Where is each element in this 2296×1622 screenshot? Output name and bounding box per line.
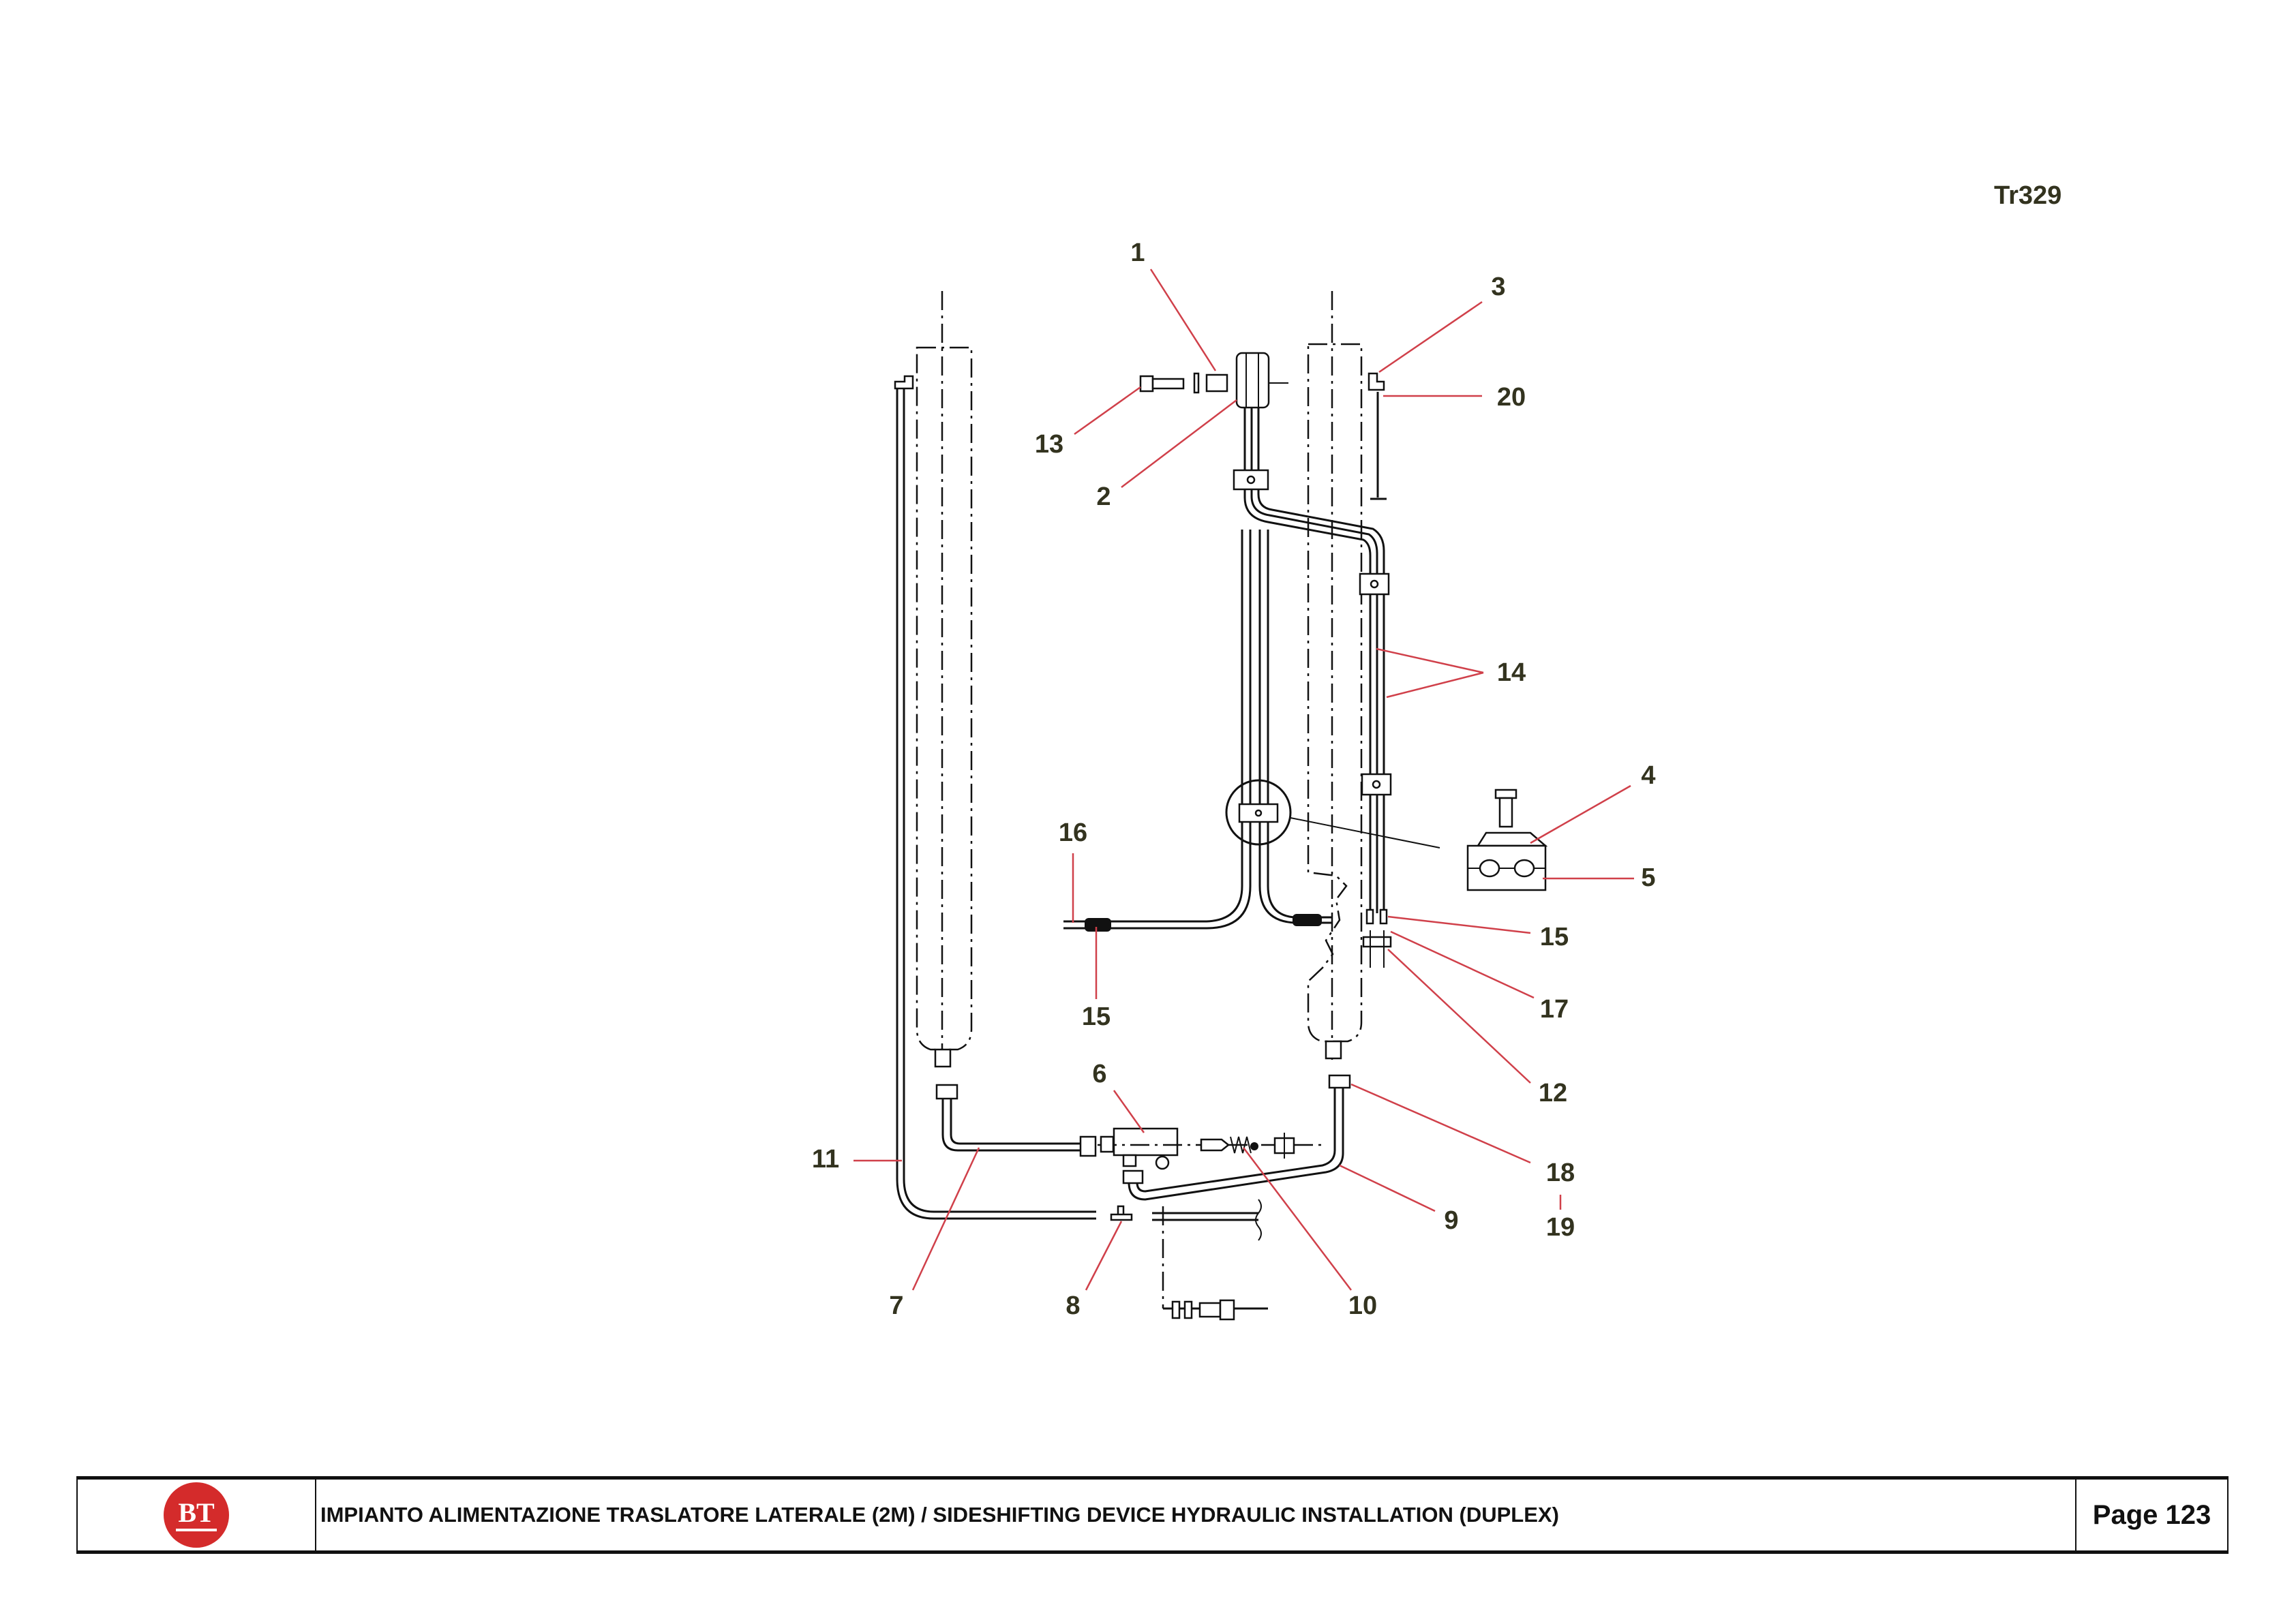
callout-4: 4 — [1641, 761, 1655, 790]
callout-14: 14 — [1497, 658, 1526, 687]
callout-16: 16 — [1059, 818, 1087, 847]
logo-cell: BT — [78, 1480, 316, 1550]
pipe-7 — [935, 1084, 1097, 1157]
title-block: BT IMPIANTO ALIMENTAZIONE TRASLATORE LAT… — [76, 1476, 2229, 1554]
callout-20: 20 — [1497, 383, 1526, 412]
callout-6: 6 — [1092, 1060, 1106, 1088]
callout-1: 1 — [1130, 239, 1145, 267]
callout-5: 5 — [1641, 863, 1655, 892]
bt-logo: BT — [164, 1482, 229, 1548]
callout-7: 7 — [889, 1291, 903, 1320]
valve-assembly — [1098, 1127, 1326, 1170]
callout-12: 12 — [1539, 1079, 1567, 1107]
callout-3: 3 — [1491, 273, 1505, 301]
callout-19: 19 — [1546, 1213, 1575, 1242]
pipe-11 — [894, 375, 1096, 1220]
callout-11: 11 — [812, 1145, 839, 1174]
top-block — [1139, 352, 1288, 409]
clamp-detail — [1466, 789, 1548, 891]
callout-13: 13 — [1035, 430, 1063, 459]
pipe-9 — [1122, 1074, 1351, 1201]
svg-text:BT: BT — [178, 1497, 215, 1528]
callout-9: 9 — [1444, 1206, 1458, 1235]
callout-15-left: 15 — [1082, 1003, 1111, 1031]
bottom-fittings — [1110, 1199, 1268, 1321]
leader-lines — [854, 269, 1634, 1291]
callout-8: 8 — [1066, 1291, 1080, 1320]
callout-15-right: 15 — [1540, 923, 1569, 951]
callout-18: 18 — [1546, 1159, 1575, 1187]
center-hoses — [1063, 530, 1440, 932]
pipe-20 — [1368, 372, 1387, 500]
right-cylinder — [1307, 291, 1363, 1060]
drawing-code: Tr329 — [1994, 181, 2062, 210]
callout-17: 17 — [1540, 995, 1569, 1024]
document-title: IMPIANTO ALIMENTAZIONE TRASLATORE LATERA… — [320, 1503, 1559, 1527]
left-cylinder — [916, 291, 973, 1068]
callout-10: 10 — [1348, 1291, 1377, 1320]
page-number: Page 123 — [2075, 1480, 2227, 1550]
hydraulic-diagram: 1 2 3 4 5 6 7 8 9 10 11 12 13 14 15 15 1… — [812, 239, 1656, 1321]
hoses-14 — [1233, 408, 1392, 968]
callout-2: 2 — [1096, 483, 1111, 511]
